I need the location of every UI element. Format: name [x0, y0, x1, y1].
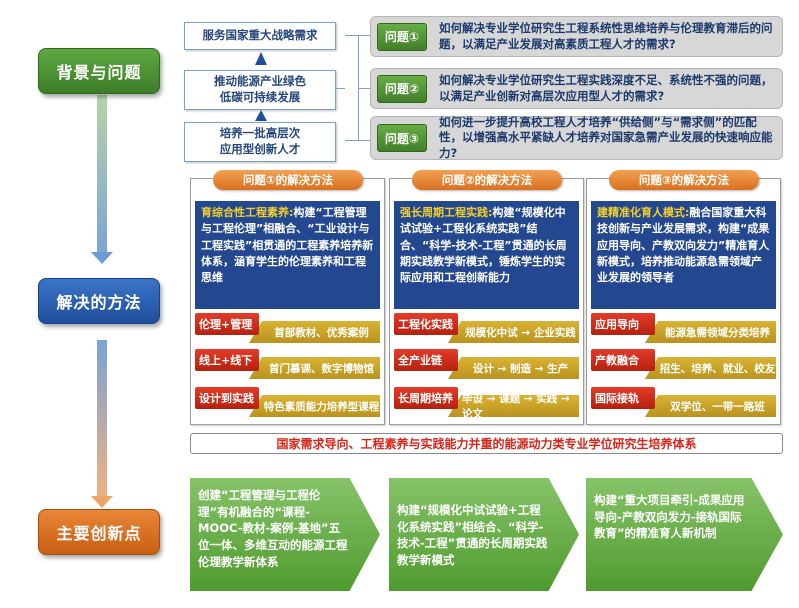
- method-desc-text: 构建“工程管理与工程伦理”相融合、“工业设计与工程实践”相贯通的工程素养培养新体…: [201, 206, 374, 285]
- method-item-label: 国际接轨: [591, 387, 655, 409]
- method-desc-text: 构建“规模化中试试验+工程化系统实践”结合、“科学-技术-工程”贯通的长周期实践…: [400, 206, 567, 285]
- problem-row: 问题① 如何解决专业学位研究生工程系统性思维培养与伦理教育滞后的问题，以满足产业…: [370, 16, 783, 57]
- method-highlight: 强长周期工程实践:: [400, 206, 493, 219]
- method-item-value: 毕设 → 课题 → 实践 → 论文: [448, 395, 579, 417]
- bracket-connector: [359, 140, 370, 141]
- method-item-value: 特色素质能力培养型课程: [249, 395, 380, 417]
- background-item: 服务国家重大战略需求: [184, 22, 336, 50]
- method-item-label: 工程化实践: [394, 313, 458, 335]
- method-item-label: 应用导向: [591, 313, 655, 335]
- stage-connector-bottom: [97, 340, 107, 500]
- method-item-value: 首部教材、优秀案例: [249, 321, 380, 343]
- method-column-3: 问题③的解决方法 建精准化育人模式:融合国家重大科技创新与产业发展需求，构建“成…: [586, 170, 781, 425]
- method-column-2: 问题②的解决方法 强长周期工程实践:构建“规模化中试试验+工程化系统实践”结合、…: [389, 170, 584, 425]
- method-item-value: 首门慕课、数字博物馆: [249, 357, 380, 379]
- method-item-label: 全产业链: [394, 349, 458, 371]
- problem-row: 问题③ 如何进一步提升高校工程人才培养“供给侧”与“需求侧”的匹配性，以增强高水…: [370, 114, 783, 160]
- method-item-label: 线上+线下: [195, 349, 259, 371]
- bracket-connector: [336, 88, 345, 89]
- method-item-label: 伦理+管理: [195, 313, 259, 335]
- method-description: 建精准化育人模式:融合国家重大科技创新与产业发展需求，构建“成果应用导向、产教双…: [591, 201, 776, 309]
- method-item: 规模化中试 → 企业实践 工程化实践: [394, 313, 579, 343]
- method-item: 特色素质能力培养型课程 设计到实践: [195, 387, 380, 417]
- bracket: [345, 35, 359, 141]
- method-item: 双学位、一带一路班 国际接轨: [591, 387, 776, 417]
- innovation-text: 构建“重大项目牵引-成果应用导向-产教双向发力-接轨国际教育”的精准育人新机制: [594, 493, 745, 541]
- stage-methods: 解决的方法: [38, 278, 160, 324]
- method-item-label: 设计到实践: [195, 387, 259, 409]
- arrow-down-icon: [91, 496, 113, 508]
- method-item: 首门慕课、数字博物馆 线上+线下: [195, 349, 380, 379]
- background-item: 推动能源产业绿色低碳可持续发展: [184, 70, 336, 110]
- method-highlight: 育综合性工程素养:: [201, 206, 294, 219]
- problem-row: 问题② 如何解决专业学位研究生工程实践深度不足、系统性不强的问题，以满足产业创新…: [370, 68, 783, 109]
- innovation-text: 创建“工程管理与工程伦理”有机融合的“课程-MOOC-教材-案例-基地”五位一体…: [198, 488, 348, 569]
- method-item-value: 规模化中试 → 企业实践: [448, 321, 579, 343]
- method-item-value: 双学位、一带一路班: [645, 395, 776, 417]
- method-item-value: 设计 → 制造 → 生产: [448, 357, 579, 379]
- method-item-value: 招生、培养、就业、校友: [645, 357, 776, 379]
- innovation-text: 构建“规模化中试试验+工程化系统实践”相结合、“科学-技术-工程”贯通的长周期实…: [397, 503, 548, 568]
- method-description: 强长周期工程实践:构建“规模化中试试验+工程化系统实践”结合、“科学-技术-工程…: [394, 201, 579, 309]
- method-item: 毕设 → 课题 → 实践 → 论文 长周期培养: [394, 387, 579, 417]
- method-item: 首部教材、优秀案例 伦理+管理: [195, 313, 380, 343]
- method-title: 问题①的解决方法: [213, 170, 363, 190]
- background-item: 培养一批高层次应用型创新人才: [184, 122, 336, 162]
- innovation-arrow: [586, 478, 783, 591]
- bracket-connector: [359, 88, 370, 89]
- innovation-arrow: [190, 478, 380, 591]
- arrow-down-icon: [91, 252, 113, 264]
- innovation-arrow: [389, 478, 579, 591]
- method-highlight: 建精准化育人模式:: [597, 206, 690, 219]
- problem-text: 如何解决专业学位研究生工程实践深度不足、系统性不强的问题，以满足产业创新对高层次…: [439, 72, 773, 103]
- arrow-up-icon: [255, 52, 267, 65]
- arrow-up-icon: [255, 110, 267, 121]
- problem-tag: 问题③: [377, 124, 427, 152]
- method-title: 问题③的解决方法: [609, 170, 759, 190]
- method-description: 育综合性工程素养:构建“工程管理与工程伦理”相融合、“工业设计与工程实践”相贯通…: [195, 201, 380, 309]
- problem-tag: 问题①: [377, 22, 427, 51]
- method-item-value: 能源急需领域分类培养: [645, 321, 776, 343]
- method-column-1: 问题①的解决方法 育综合性工程素养:构建“工程管理与工程伦理”相融合、“工业设计…: [190, 170, 385, 425]
- stage-innovation: 主要创新点: [38, 509, 160, 555]
- method-item: 能源急需领域分类培养 应用导向: [591, 313, 776, 343]
- method-desc-text: 融合国家重大科技创新与产业发展需求，构建“成果应用导向、产教双向发力”精准育人新…: [597, 206, 770, 285]
- system-banner: 国家需求导向、工程素养与实践能力并重的能源动力类专业学位研究生培养体系: [190, 433, 783, 454]
- problem-text: 如何解决专业学位研究生工程系统性思维培养与伦理教育滞后的问题，以满足产业发展对高…: [439, 20, 773, 51]
- method-title: 问题②的解决方法: [412, 170, 562, 190]
- stage-background: 背景与问题: [38, 48, 160, 94]
- method-item-label: 长周期培养: [394, 387, 458, 409]
- stage-connector-top: [97, 95, 107, 255]
- method-item: 招生、培养、就业、校友 产教融合: [591, 349, 776, 379]
- bracket-connector: [359, 35, 370, 36]
- problem-tag: 问题②: [377, 74, 427, 103]
- method-item-label: 产教融合: [591, 349, 655, 371]
- problem-text: 如何进一步提升高校工程人才培养“供给侧”与“需求侧”的匹配性，以增强高水平紧缺人…: [439, 114, 773, 160]
- method-item: 设计 → 制造 → 生产 全产业链: [394, 349, 579, 379]
